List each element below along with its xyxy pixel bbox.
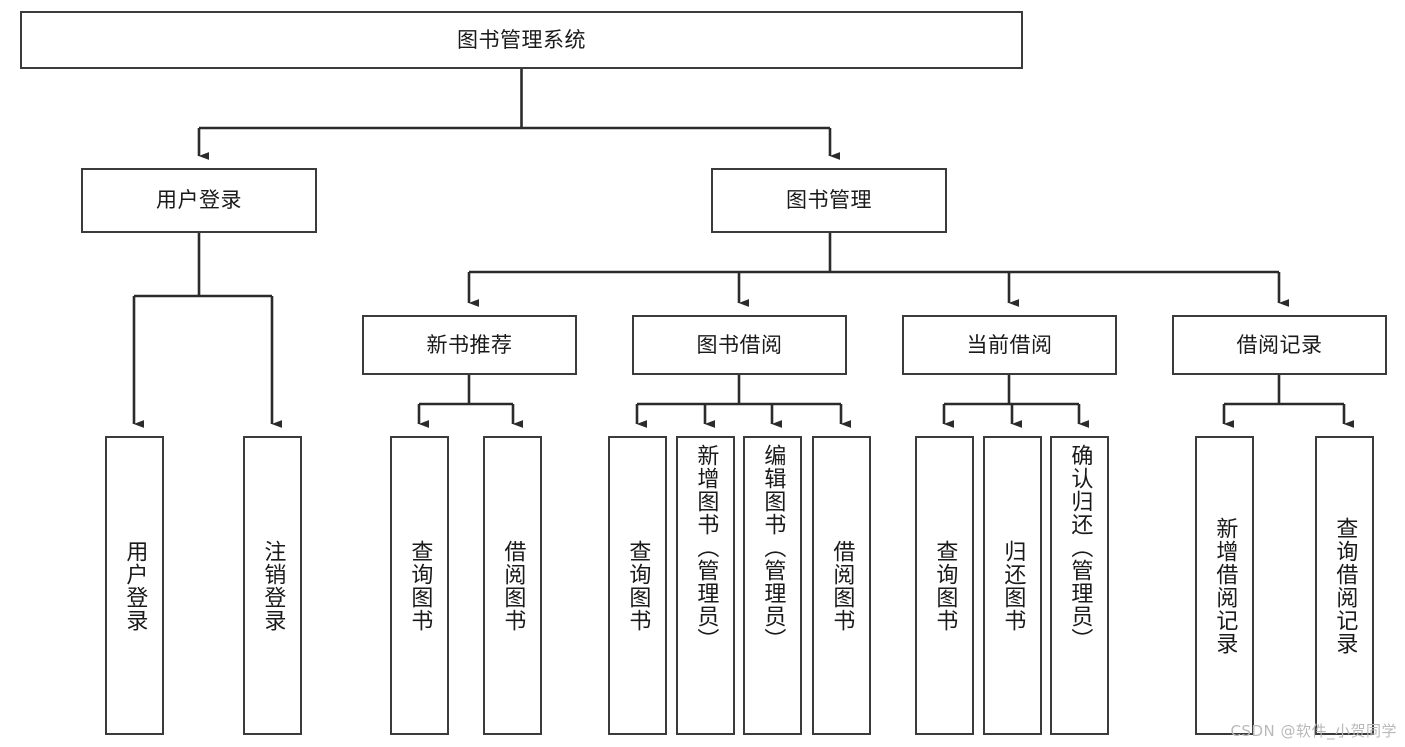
node-label: 借阅记录 xyxy=(1236,332,1323,357)
node-label: 编辑图书（管理员） xyxy=(760,444,786,651)
node-borrow-record[interactable]: 借阅记录 xyxy=(1172,315,1387,375)
leaf-book-borrow-edit-admin[interactable]: 编辑图书（管理员） xyxy=(743,436,802,735)
leaf-user-login-logout[interactable]: 注销登录 xyxy=(243,436,302,735)
leaf-current-borrow-query[interactable]: 查询图书 xyxy=(915,436,974,735)
node-label: 注销登录 xyxy=(260,539,286,632)
node-label: 用户登录 xyxy=(156,188,242,213)
leaf-book-borrow-query[interactable]: 查询图书 xyxy=(608,436,667,735)
node-label: 查询图书 xyxy=(407,539,433,632)
node-current-borrow[interactable]: 当前借阅 xyxy=(902,315,1117,375)
node-label: 借阅图书 xyxy=(829,539,855,632)
node-user-login[interactable]: 用户登录 xyxy=(81,168,317,233)
node-label: 归还图书 xyxy=(1000,539,1026,632)
node-label: 查询图书 xyxy=(932,539,958,632)
node-book-borrow[interactable]: 图书借阅 xyxy=(632,315,847,375)
leaf-new-book-borrow[interactable]: 借阅图书 xyxy=(483,436,542,735)
leaf-book-borrow-add-admin[interactable]: 新增图书（管理员） xyxy=(676,436,735,735)
node-label: 借阅图书 xyxy=(500,539,526,632)
leaf-new-book-query[interactable]: 查询图书 xyxy=(390,436,449,735)
node-new-book-recommend[interactable]: 新书推荐 xyxy=(362,315,577,375)
watermark-text: CSDN @软件_小贺同学 xyxy=(1230,722,1397,740)
node-label: 新增借阅记录 xyxy=(1212,516,1238,655)
leaf-user-login-login[interactable]: 用户登录 xyxy=(105,436,164,735)
node-label: 图书借阅 xyxy=(696,332,783,357)
node-label: 图书管理系统 xyxy=(457,27,586,52)
leaf-current-borrow-return[interactable]: 归还图书 xyxy=(983,436,1042,735)
node-label: 查询图书 xyxy=(625,539,651,632)
node-label: 查询借阅记录 xyxy=(1332,516,1358,655)
leaf-borrow-record-add[interactable]: 新增借阅记录 xyxy=(1195,436,1254,735)
leaf-book-borrow-borrow[interactable]: 借阅图书 xyxy=(812,436,871,735)
node-label: 确认归还（管理员） xyxy=(1067,444,1093,651)
node-label: 新书推荐 xyxy=(426,332,513,357)
node-root-system[interactable]: 图书管理系统 xyxy=(20,11,1023,69)
node-label: 图书管理 xyxy=(786,188,872,213)
node-label: 用户登录 xyxy=(122,539,148,632)
leaf-current-borrow-confirm-admin[interactable]: 确认归还（管理员） xyxy=(1050,436,1109,735)
node-book-management[interactable]: 图书管理 xyxy=(711,168,947,233)
leaf-borrow-record-query[interactable]: 查询借阅记录 xyxy=(1315,436,1374,735)
node-label: 新增图书（管理员） xyxy=(693,444,719,651)
node-label: 当前借阅 xyxy=(966,332,1053,357)
